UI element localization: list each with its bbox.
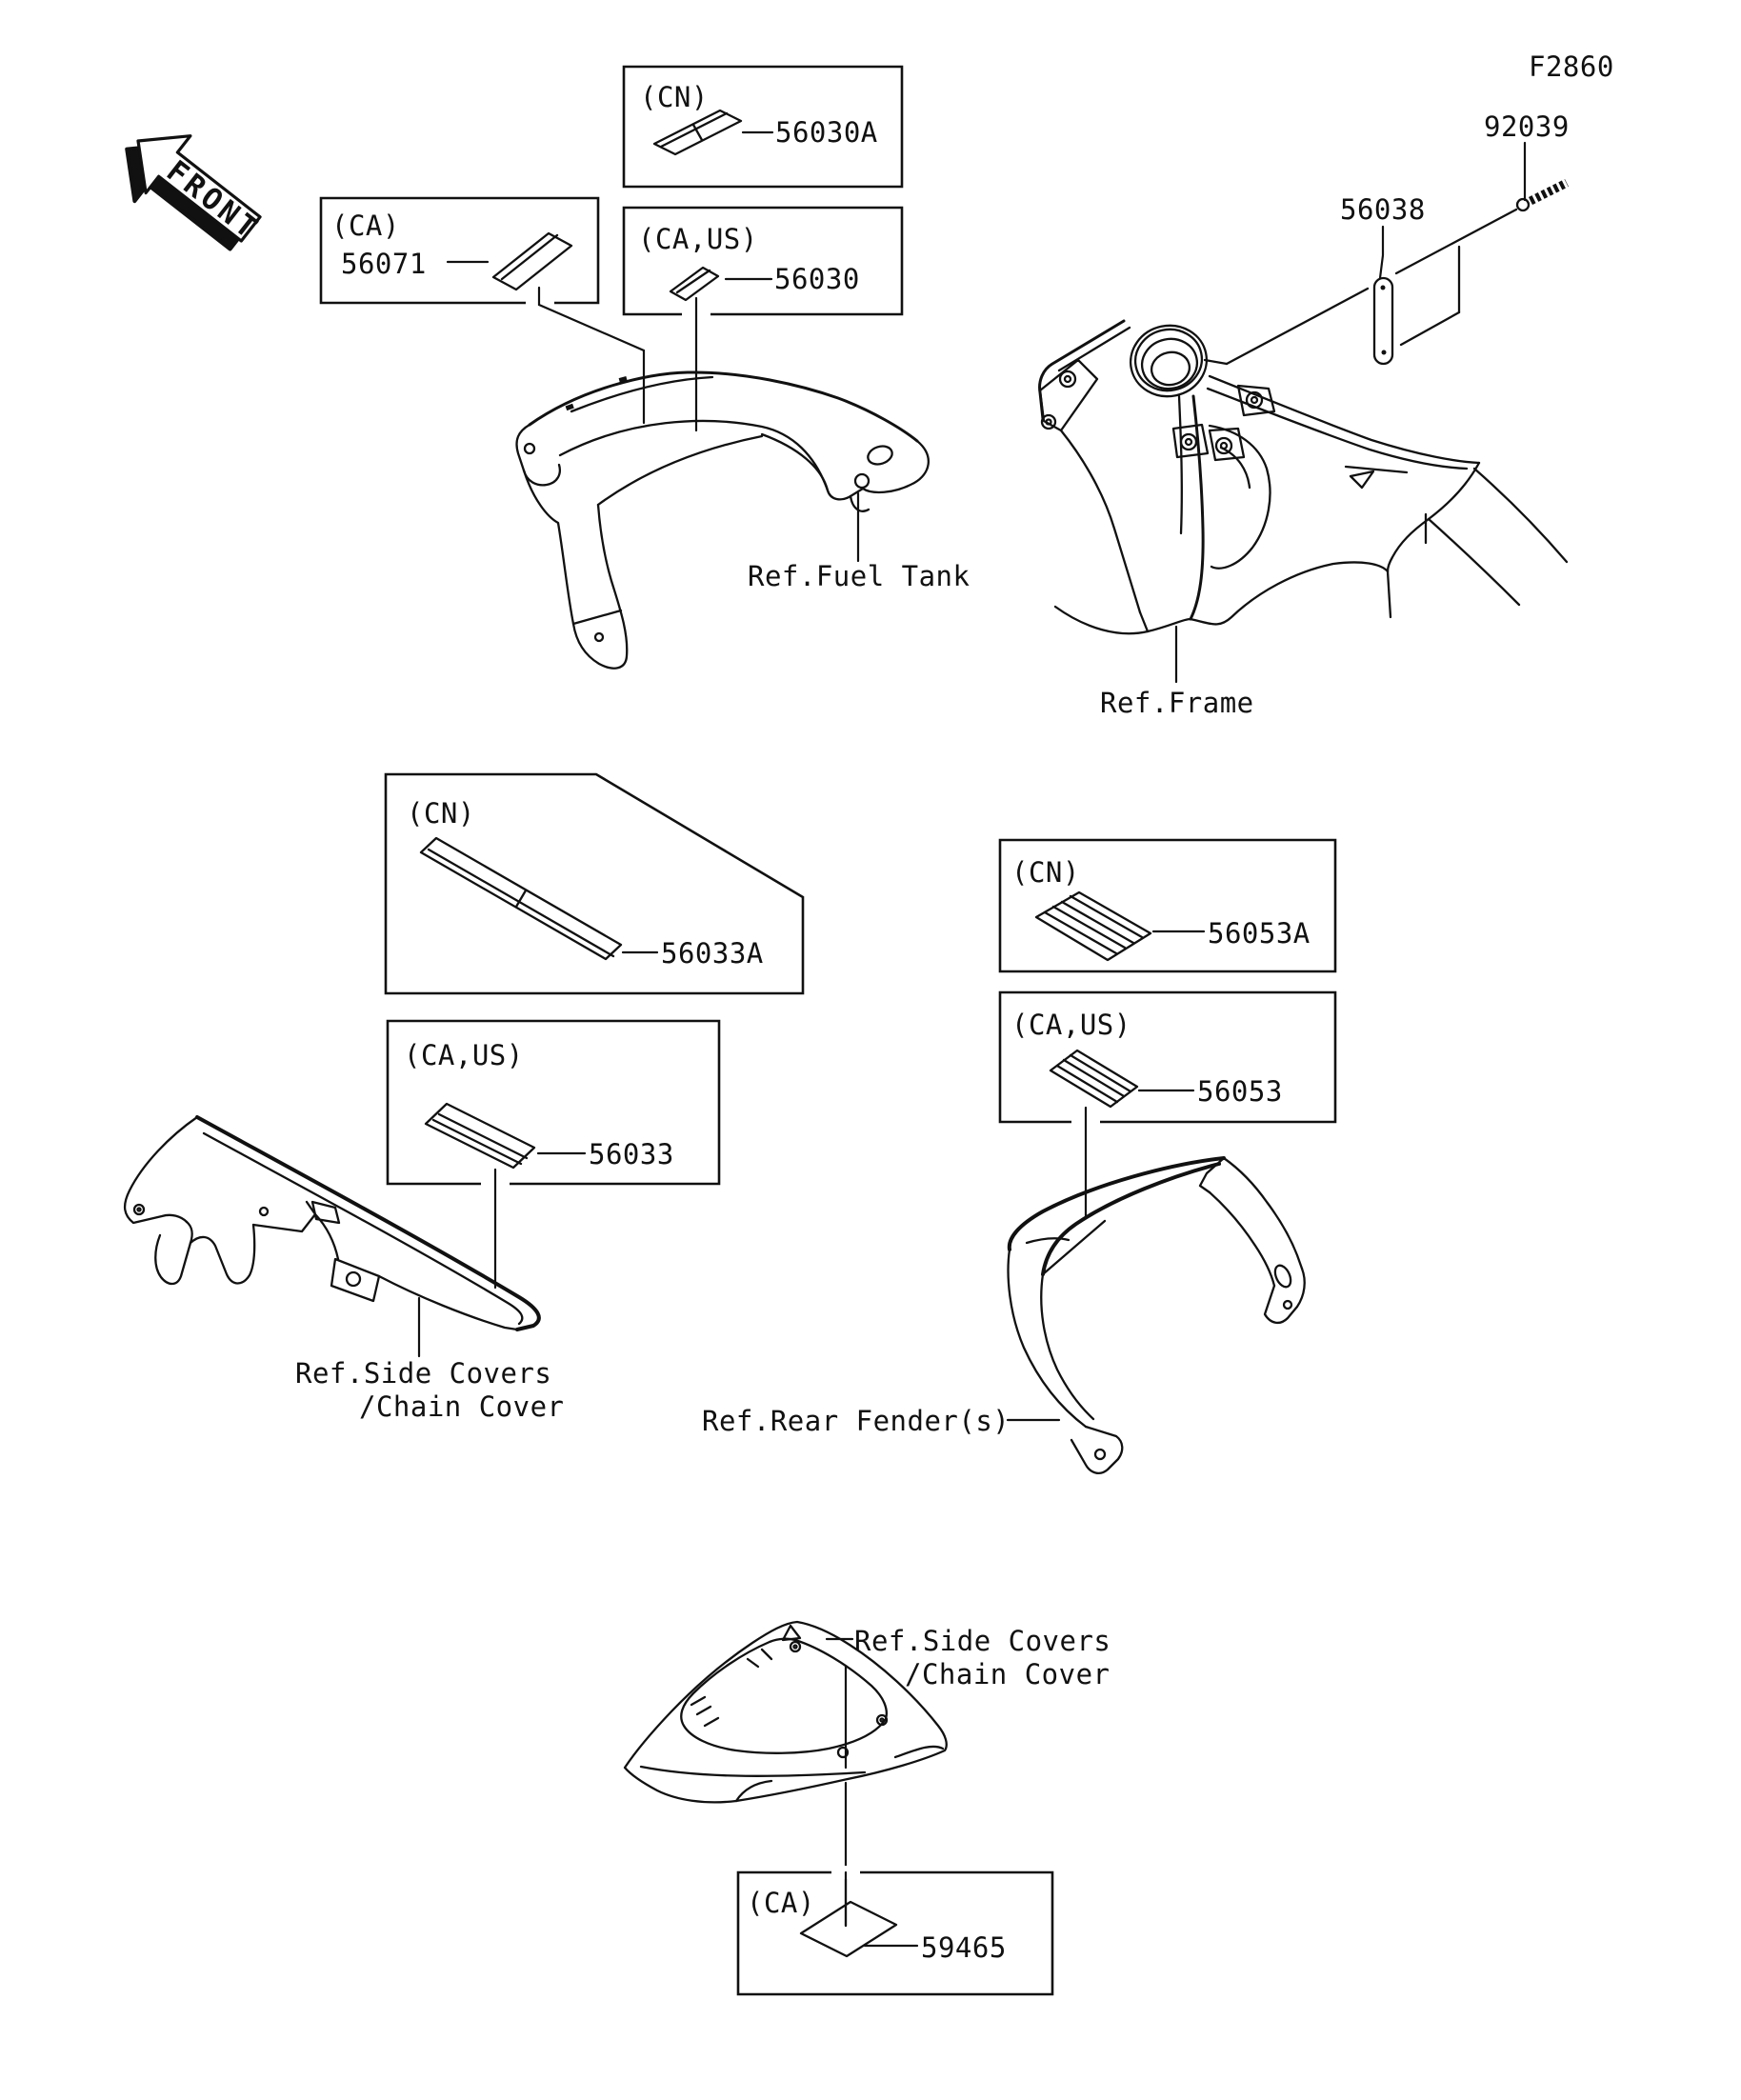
ref-side-covers-bottom-line1: Ref.Side Covers [854,1625,1111,1657]
ref-frame-label: Ref.Frame [1100,687,1254,719]
decal-56033 [426,1104,534,1168]
rear-fender-drawing [1009,1158,1305,1473]
callout-frame-59465 [738,1872,1052,1994]
region-code-56030: (CA,US) [638,223,758,255]
front-arrow-face [116,112,273,257]
rivet-92039-group: 92039 [1227,110,1570,364]
callout-box-56030: (CA,US) 56030 [624,208,902,430]
rivet-line-b [1396,210,1516,273]
part-number-56033A: 56033A [661,937,764,970]
part-number-56053: 56053 [1197,1075,1283,1108]
ref-fuel-tank-label: Ref.Fuel Tank [748,560,971,592]
region-code-56033: (CA,US) [404,1039,524,1071]
callout-frame-56033A [386,774,803,993]
leader-56038 [1380,227,1383,278]
region-code-56030A: (CN) [640,81,709,113]
frame-drawing [1040,318,1567,633]
ref-side-covers-mid-line2: /Chain Cover [359,1390,565,1423]
region-code-56071: (CA) [331,210,400,242]
decal-59465 [801,1902,896,1956]
label-plate-edge-d [1401,312,1459,345]
label-56038-group: 56038 [1340,193,1459,364]
part-number-56053A: 56053A [1208,917,1311,950]
decal-56030 [670,268,718,300]
ref-rear-fender-label: Ref.Rear Fender(s) [702,1405,1010,1437]
callout-box-59465: (CA) 59465 [738,1872,1052,1994]
decal-56053A [1036,892,1151,960]
leader-56071-to-tank [539,288,644,423]
side-cover-drawing [625,1622,947,1802]
decal-56030A [654,110,741,154]
callout-frame-56053A [1000,840,1335,971]
rivet-head [1517,199,1529,210]
part-number-56030A: 56030A [775,116,878,149]
callout-box-56030A: (CN) 56030A [624,67,902,187]
callout-frame-56030A [624,67,902,187]
region-code-56053A: (CN) [1011,856,1080,889]
callout-frame-56033 [388,1021,719,1184]
callout-box-56033A: (CN) 56033A [386,774,803,993]
decal-56053 [1051,1050,1137,1107]
part-number-56038: 56038 [1340,193,1426,226]
decal-56071 [493,233,571,290]
part-number-56071: 56071 [341,248,427,280]
part-number-92039: 92039 [1484,110,1570,143]
part-number-56030: 56030 [774,263,860,295]
callout-box-56053: (CA,US) 56053 [1000,992,1335,1217]
region-code-59465: (CA) [747,1887,815,1919]
ref-side-covers-bottom-line2: /Chain Cover [905,1658,1111,1690]
part-number-59465: 59465 [921,1931,1007,1964]
label-56038-shape [1374,278,1392,364]
rivet-shaft [1531,183,1567,201]
callout-box-56033: (CA,US) 56033 [388,1021,719,1288]
part-number-56033: 56033 [589,1138,674,1170]
callout-frame-56071 [321,198,598,303]
rivet-line-a [1227,289,1368,364]
decal-56033A [421,838,621,959]
figure-code: F2860 [1529,50,1614,83]
callout-box-56053A: (CN) 56053A [1000,840,1335,971]
callout-frame-56053 [1000,992,1335,1122]
fuel-tank-drawing [517,372,929,669]
ref-side-covers-mid-line1: Ref.Side Covers [295,1357,551,1390]
callout-box-56071: (CA) 56071 [321,198,644,423]
callout-frame-56030 [624,208,902,314]
front-direction-arrow: FRONT [105,110,273,272]
chain-cover-drawing [125,1117,539,1330]
region-code-56033A: (CN) [407,797,475,830]
region-code-56053: (CA,US) [1011,1009,1131,1041]
